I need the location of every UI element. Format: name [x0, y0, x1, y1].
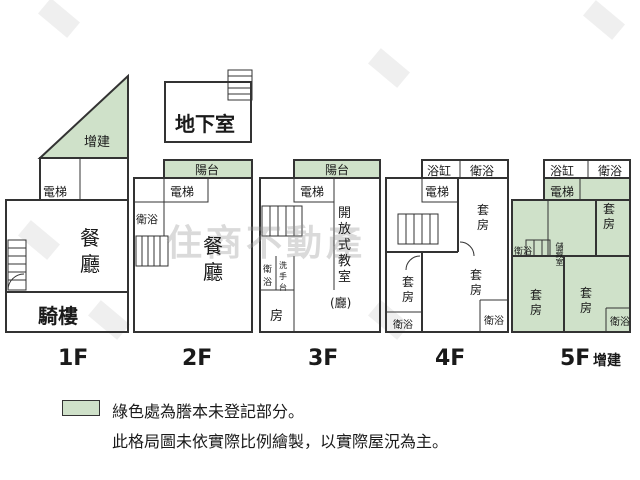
elevator-label-2f: 電梯 [170, 185, 195, 199]
suite-label-4f-b: 套 房 [402, 275, 415, 304]
balcony-label-3f: 陽台 [325, 163, 350, 177]
bath-label-5f-b: 衛浴 [610, 317, 630, 328]
basement-box [164, 69, 253, 143]
elevator-label-4f: 電梯 [425, 185, 450, 199]
bath-label-4f-a: 衛浴 [393, 320, 413, 331]
dining-label-2f: 餐 廳 [203, 234, 223, 284]
arcade-label: 騎樓 [38, 304, 78, 328]
extension-label: 增建 [84, 135, 111, 150]
legend-green-swatch [62, 400, 100, 416]
suite-label-4f-a: 套 房 [477, 203, 490, 232]
room-label-3f: 房 [270, 309, 284, 324]
floor-1f-plan [5, 73, 129, 333]
floor-3f-plan [259, 159, 381, 333]
suite-label-5f-b: 套 房 [530, 288, 543, 317]
bathtub-label-5f: 浴缸 [550, 164, 575, 178]
bath-label-5f-a: 衛浴 [514, 247, 533, 257]
bath-label-2f: 衛浴 [136, 213, 158, 226]
bath-label-3f: 衛浴 [263, 265, 273, 288]
bath-top-label-5f: 衛浴 [598, 164, 623, 178]
suite-label-5f-a: 套 房 [603, 202, 616, 231]
bath-top-label-4f: 衛浴 [470, 164, 495, 178]
bathtub-label-4f: 浴缸 [427, 164, 452, 178]
floor-5f-note: 增建 [593, 353, 621, 369]
floor-label-4f: 4F [435, 346, 466, 371]
suite-label-5f-c: 套 房 [580, 286, 593, 315]
floor-label-2f: 2F [182, 346, 213, 371]
floor-4f-plan [385, 159, 509, 333]
elevator-label-3f: 電梯 [300, 185, 325, 199]
laundry-label-3f: 洗手台 [279, 261, 287, 292]
suite-label-4f-c: 套 房 [470, 268, 483, 297]
floor-2f-plan [133, 159, 253, 333]
dining-label-1f: 餐 廳 [80, 226, 100, 276]
watermark-center-text: 住商不動產 [166, 223, 367, 264]
bath-label-4f-b: 衛浴 [484, 316, 504, 327]
legend-green-text: 綠色處為謄本未登記部分。 [112, 402, 305, 421]
storage-label-5f: 儲藏室 [555, 242, 564, 266]
open-class-label: 開 放 式 教 室 [338, 206, 352, 285]
floor-label-1f: 1F [58, 346, 89, 371]
balcony-label-2f: 陽台 [195, 163, 220, 177]
floor-5f-plan [511, 159, 631, 333]
legend-note: 此格局圖未依實際比例繪製，以實際屋況為主。 [112, 432, 449, 451]
floor-label-5f: 5F [560, 346, 591, 371]
elevator-label-1f: 電梯 [43, 185, 68, 199]
basement-label: 地下室 [175, 112, 235, 136]
floor-label-3f: 3F [308, 346, 339, 371]
elevator-label-5f: 電梯 [550, 185, 575, 199]
hall-label-3f: (廳) [330, 296, 352, 310]
